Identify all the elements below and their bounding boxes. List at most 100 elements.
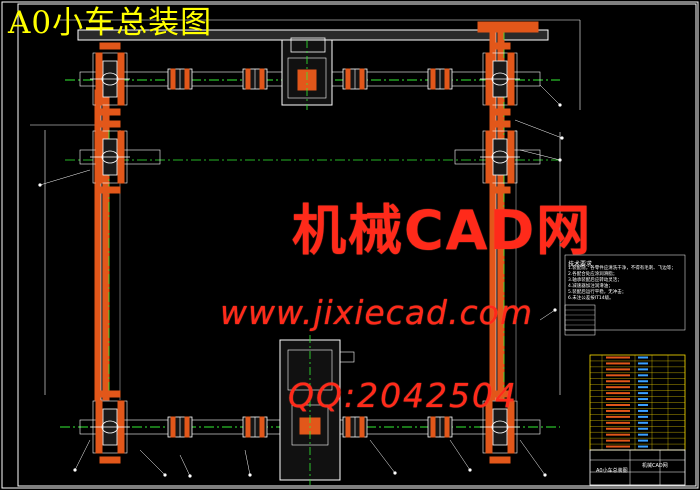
leader-dot <box>560 136 564 140</box>
title-block-drawing-name: A0小车总装图 <box>596 468 628 474</box>
parts-table-text <box>638 368 648 371</box>
parts-table-text <box>606 427 630 430</box>
watermark-site-name: 机械CAD网 <box>292 199 593 262</box>
parts-table-text <box>638 398 648 401</box>
leader-line <box>514 119 563 139</box>
parts-table-text <box>606 404 630 406</box>
coupling-bottom-2-l <box>345 416 351 438</box>
leader-dot <box>73 468 77 472</box>
parts-table-text <box>638 415 648 418</box>
coupling-bottom-1-l <box>245 416 251 438</box>
leader-line <box>139 449 166 476</box>
title-block <box>589 449 686 486</box>
parts-table-text <box>638 380 648 383</box>
inner-frame <box>17 3 697 487</box>
parts-table-text <box>638 386 648 389</box>
coupling-top-0-l <box>170 68 176 90</box>
coupling-top-2-r <box>359 68 365 90</box>
leader-dot <box>558 103 562 107</box>
leader-line <box>369 439 396 474</box>
wheel-bottom-left-top-lug <box>99 390 121 398</box>
leader-dot <box>163 473 167 477</box>
parts-table-text <box>606 415 630 418</box>
parts-table-text <box>638 445 648 448</box>
technical-notes-list: 1.装配前，各零件应清洗干净，不得有毛刺、飞边等； 2.各配合处应涂润滑脂； 3… <box>568 266 676 302</box>
title-block-company: 机械CAD网 <box>642 463 668 469</box>
coupling-bottom-3-r <box>444 416 450 438</box>
technical-note: 6.未注公差按IT14级。 <box>568 296 614 301</box>
leader-dot <box>553 308 557 312</box>
wheel-mid-right-top-lug <box>489 120 511 128</box>
watermark-qq: QQ:2042504 <box>288 376 519 415</box>
wheel-bottom-right-bottom-lug <box>489 456 511 464</box>
leader-line <box>449 439 471 471</box>
parts-table-text <box>606 368 630 371</box>
watermark-url: www.jixiecad.com <box>220 293 533 332</box>
coupling-bottom-1-r <box>259 416 265 438</box>
leader-dot <box>543 473 547 477</box>
parts-table-text <box>638 433 648 436</box>
notes-box <box>564 254 686 331</box>
coupling-top-1-l <box>245 68 251 90</box>
leader-line <box>519 439 546 476</box>
wheel-mid-right-bottom-lug <box>489 186 511 194</box>
parts-table-text <box>606 380 630 383</box>
wheel-bottom-right-top-lug <box>489 390 511 398</box>
coupling-top-0-r <box>184 68 190 90</box>
leader-dot <box>468 468 472 472</box>
leader-line <box>519 149 561 161</box>
parts-table-text <box>638 392 648 395</box>
wheel-top-left-top-lug <box>99 42 121 50</box>
parts-table-text <box>638 356 648 359</box>
coupling-bottom-0-l <box>170 416 176 438</box>
leader-dot <box>38 183 42 187</box>
drawing-title: A0小车总装图 <box>8 5 213 41</box>
leader-line <box>74 439 91 471</box>
coupling-top-3-r <box>444 68 450 90</box>
wheel-bottom-left-bottom-lug <box>99 456 121 464</box>
wheel-top-left-bottom-lug <box>99 108 121 116</box>
parts-table-text <box>606 362 630 365</box>
technical-note: 5.装配后运行平稳，无冲击； <box>568 290 627 295</box>
top-gearbox-cap <box>290 37 326 53</box>
leader-dot <box>248 473 252 477</box>
coupling-top-2-l <box>345 68 351 90</box>
left-rail-b <box>102 89 110 401</box>
leader-line <box>539 84 561 106</box>
parts-table-text <box>638 404 648 406</box>
top-right-bracket <box>477 21 539 33</box>
parts-table-text <box>638 374 648 377</box>
wheel-mid-left-top-lug <box>99 120 121 128</box>
parts-table-text <box>606 356 630 359</box>
parts-table-text <box>638 439 648 442</box>
technical-note: 4.减速器加注润滑油； <box>568 284 613 289</box>
parts-table-text <box>606 409 630 412</box>
parts-table-text <box>638 421 648 424</box>
wheel-top-right-top-lug <box>489 42 511 50</box>
technical-note: 1.装配前，各零件应清洗干净，不得有毛刺、飞边等； <box>568 266 676 271</box>
coupling-top-1-r <box>259 68 265 90</box>
coupling-bottom-2-r <box>359 416 365 438</box>
leader-dot <box>188 474 192 478</box>
parts-table-text <box>638 409 648 412</box>
parts-table-text <box>638 362 648 365</box>
coupling-bottom-3-l <box>430 416 436 438</box>
coupling-top-3-l <box>430 68 436 90</box>
parts-table-text <box>606 421 630 424</box>
motor-terminal <box>339 351 355 363</box>
parts-table-text <box>606 392 630 395</box>
leader-line <box>179 454 191 477</box>
technical-note: 3.轴承装配后应转动灵活； <box>568 278 622 283</box>
wheel-mid-left-bottom-lug <box>99 186 121 194</box>
leader-line <box>244 449 251 476</box>
coupling-bottom-0-r <box>184 416 190 438</box>
parts-table-text <box>606 439 630 442</box>
leader-line <box>539 309 556 321</box>
wheel-top-right-bottom-lug <box>489 108 511 116</box>
technical-note: 2.各配合处应涂润滑脂； <box>568 272 618 277</box>
parts-table-text <box>606 445 630 448</box>
parts-table-text <box>606 386 630 389</box>
